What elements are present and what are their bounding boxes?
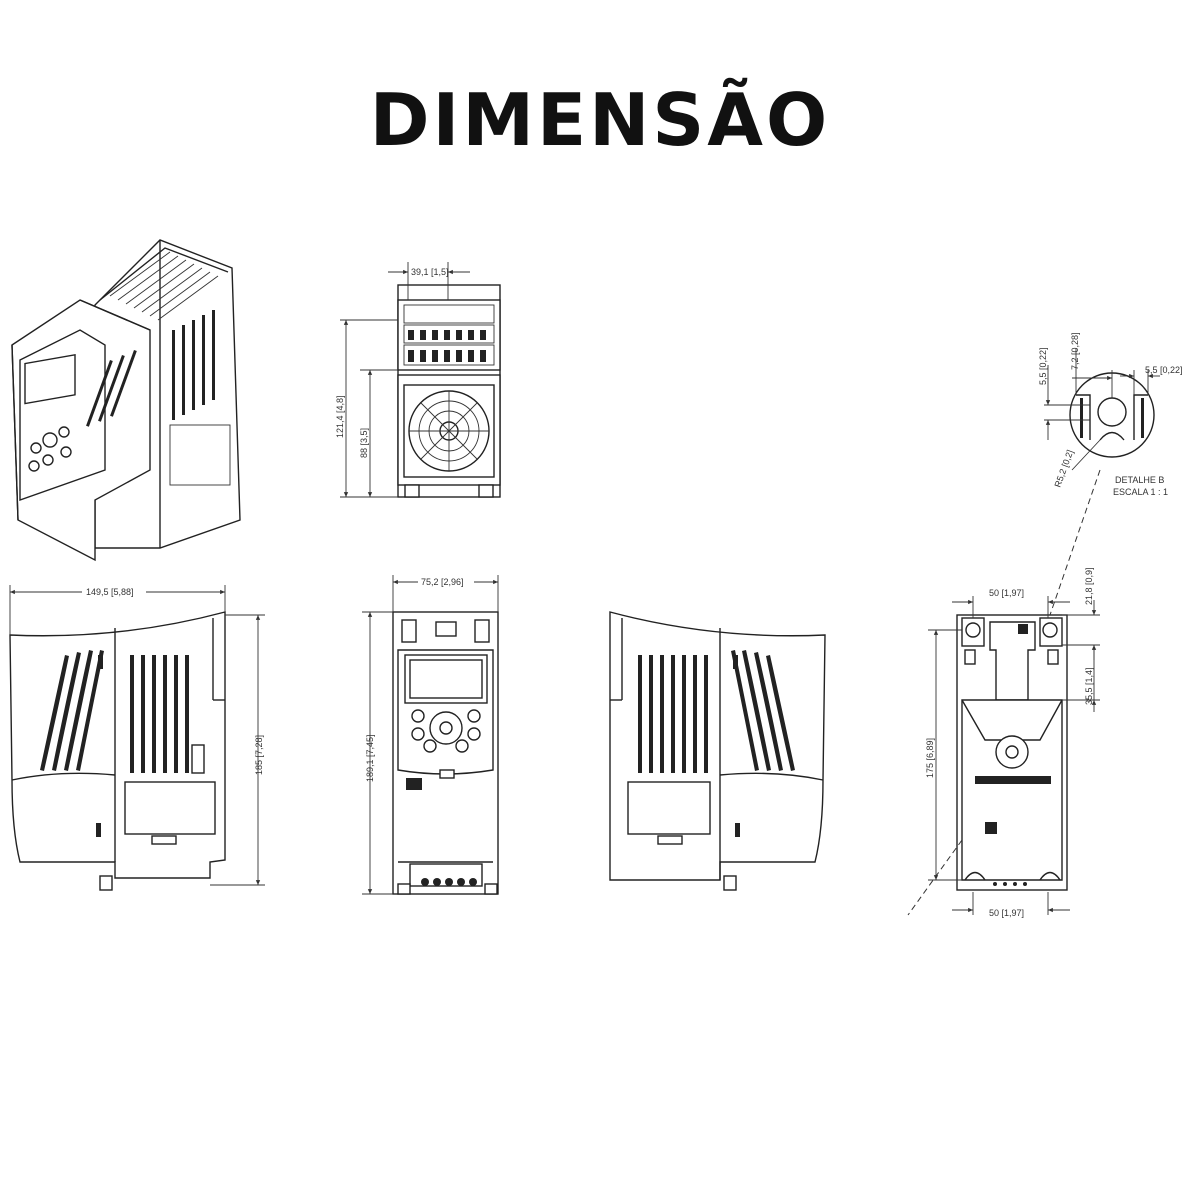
detail-scale: ESCALA 1 : 1	[1113, 487, 1168, 497]
detail-b	[1044, 348, 1160, 471]
side-depth-dim: 149,5 [5,88]	[86, 587, 134, 597]
back-bottom-width-dim: 50 [1,97]	[989, 908, 1024, 918]
back-slot-depth-dim: 35,5 [1,4]	[1084, 667, 1094, 705]
back-top-width-dim: 50 [1,97]	[989, 588, 1024, 598]
top-view	[340, 262, 501, 498]
back-top-offset-dim: 21,8 [0,9]	[1084, 567, 1094, 605]
detail-dim-c: 5,5 [0,22]	[1145, 365, 1183, 375]
side-height-dim: 185 [7,28]	[254, 735, 264, 775]
back-view	[907, 469, 1101, 916]
fan-height-dim: 88 [3,5]	[359, 428, 369, 458]
detail-dim-b: 7,2 [0,28]	[1070, 332, 1080, 370]
detail-radius: R5,2 [0,2]	[1052, 449, 1075, 489]
side-view-left	[9, 585, 265, 891]
detail-dim-a: 5,5 [0,22]	[1038, 347, 1048, 385]
detail-caption: DETALHE B	[1115, 475, 1164, 485]
front-height-dim: 189,1 [7,45]	[365, 734, 375, 782]
top-height-dim: 121,4 [4,8]	[335, 395, 345, 438]
top-width-dim: 39,1 [1,5]	[411, 267, 449, 277]
front-view	[362, 575, 499, 895]
side-view-right	[609, 611, 826, 891]
back-height-dim: 175 [6,89]	[925, 738, 935, 778]
back-label-plate	[975, 776, 1051, 784]
front-width-dim: 75,2 [2,96]	[421, 577, 464, 587]
page-title: DIMENSÃO	[369, 78, 831, 162]
isometric-view	[11, 239, 241, 562]
iso-display	[24, 353, 76, 405]
